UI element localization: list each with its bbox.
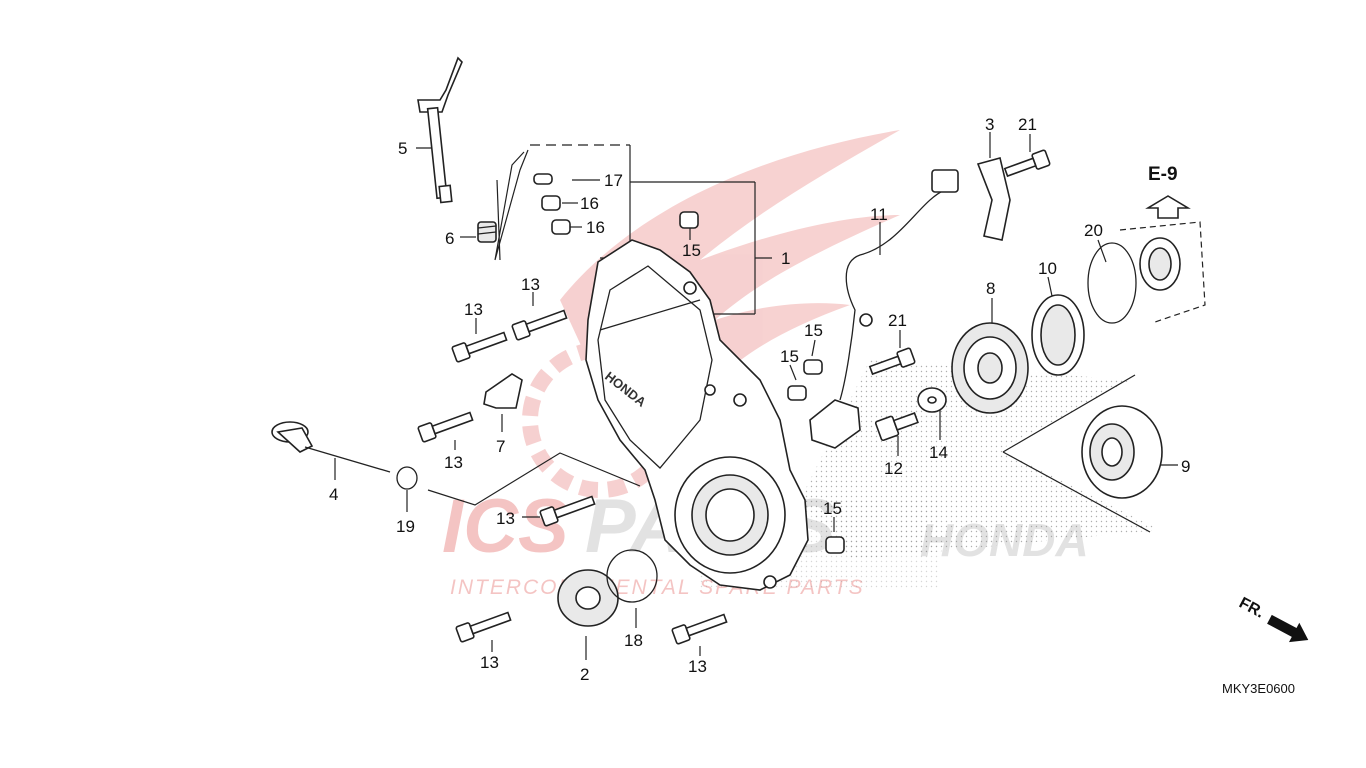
front-direction-indicator: FR. bbox=[1236, 595, 1309, 643]
part-2-plug bbox=[557, 569, 619, 627]
part-19-oring bbox=[396, 466, 418, 490]
part-15-dowel-b bbox=[803, 359, 823, 375]
callout-2: 2 bbox=[580, 665, 589, 684]
callout-1: 1 bbox=[781, 249, 790, 268]
diagram-code: MKY3E0600 bbox=[1222, 681, 1295, 696]
callout-13-e: 13 bbox=[480, 653, 499, 672]
leader-lines bbox=[334, 132, 1206, 660]
callout-16-a: 16 bbox=[580, 194, 599, 213]
callout-15-b: 15 bbox=[804, 321, 823, 340]
part-20-snap-ring bbox=[1087, 242, 1137, 324]
callout-15-d: 15 bbox=[823, 499, 842, 518]
callouts: 1 2 3 4 5 6 7 8 9 10 11 12 13 13 13 13 1… bbox=[329, 115, 1190, 684]
callout-10: 10 bbox=[1038, 259, 1057, 278]
callout-13-f: 13 bbox=[688, 657, 707, 676]
part-15-dowel-c bbox=[787, 385, 807, 401]
callout-7: 7 bbox=[496, 437, 505, 456]
callout-21-b: 21 bbox=[888, 311, 907, 330]
callout-20: 20 bbox=[1084, 221, 1103, 240]
part-5-rod bbox=[417, 56, 463, 204]
callout-8: 8 bbox=[986, 279, 995, 298]
part-10-ring bbox=[1031, 294, 1085, 376]
part-1-clutch-cover: HONDA bbox=[585, 239, 809, 591]
part-8-starter-clutch bbox=[951, 322, 1029, 414]
part-6-spring bbox=[477, 221, 497, 243]
callout-3: 3 bbox=[985, 115, 994, 134]
part-11-sensor bbox=[809, 169, 959, 449]
callout-11: 11 bbox=[870, 205, 888, 224]
callout-5: 5 bbox=[398, 139, 407, 158]
callout-6: 6 bbox=[445, 229, 454, 248]
front-label: FR. bbox=[1236, 595, 1267, 622]
part-9-gear bbox=[1081, 405, 1163, 499]
part-14-washer bbox=[917, 387, 947, 413]
part-18-oring bbox=[606, 549, 658, 603]
part-3-plate bbox=[976, 157, 1011, 241]
callout-15-a: 15 bbox=[682, 241, 701, 260]
reference-arrow: E-9 bbox=[1145, 164, 1191, 219]
callout-17: 17 bbox=[604, 171, 623, 190]
callout-4: 4 bbox=[329, 485, 338, 504]
part-13-bolts bbox=[417, 309, 728, 645]
callout-13-a: 13 bbox=[464, 300, 483, 319]
part-15-dowel-a bbox=[679, 211, 699, 229]
callout-13-c: 13 bbox=[444, 453, 463, 472]
callout-19: 19 bbox=[396, 517, 415, 536]
watermark-brand-a: ICS bbox=[442, 484, 569, 569]
part-21-bolts bbox=[868, 149, 1051, 376]
callout-16-b: 16 bbox=[586, 218, 605, 237]
part-4-dipstick bbox=[271, 421, 391, 473]
callout-12: 12 bbox=[884, 459, 903, 478]
front-arrow-icon bbox=[1267, 614, 1309, 643]
callout-9: 9 bbox=[1181, 457, 1190, 476]
needle-bearing bbox=[1139, 237, 1181, 291]
part-17-16-pins bbox=[533, 173, 571, 235]
part-15-dowel-d bbox=[825, 536, 845, 554]
reference-label: E-9 bbox=[1148, 164, 1178, 185]
part-7-bracket bbox=[483, 373, 523, 409]
callout-18: 18 bbox=[624, 631, 643, 650]
callout-21-a: 21 bbox=[1018, 115, 1037, 134]
callout-13-b: 13 bbox=[521, 275, 540, 294]
callout-13-d: 13 bbox=[496, 509, 515, 528]
callout-15-c: 15 bbox=[780, 347, 799, 366]
part-12-bolt bbox=[874, 412, 919, 442]
callout-14: 14 bbox=[929, 443, 948, 462]
